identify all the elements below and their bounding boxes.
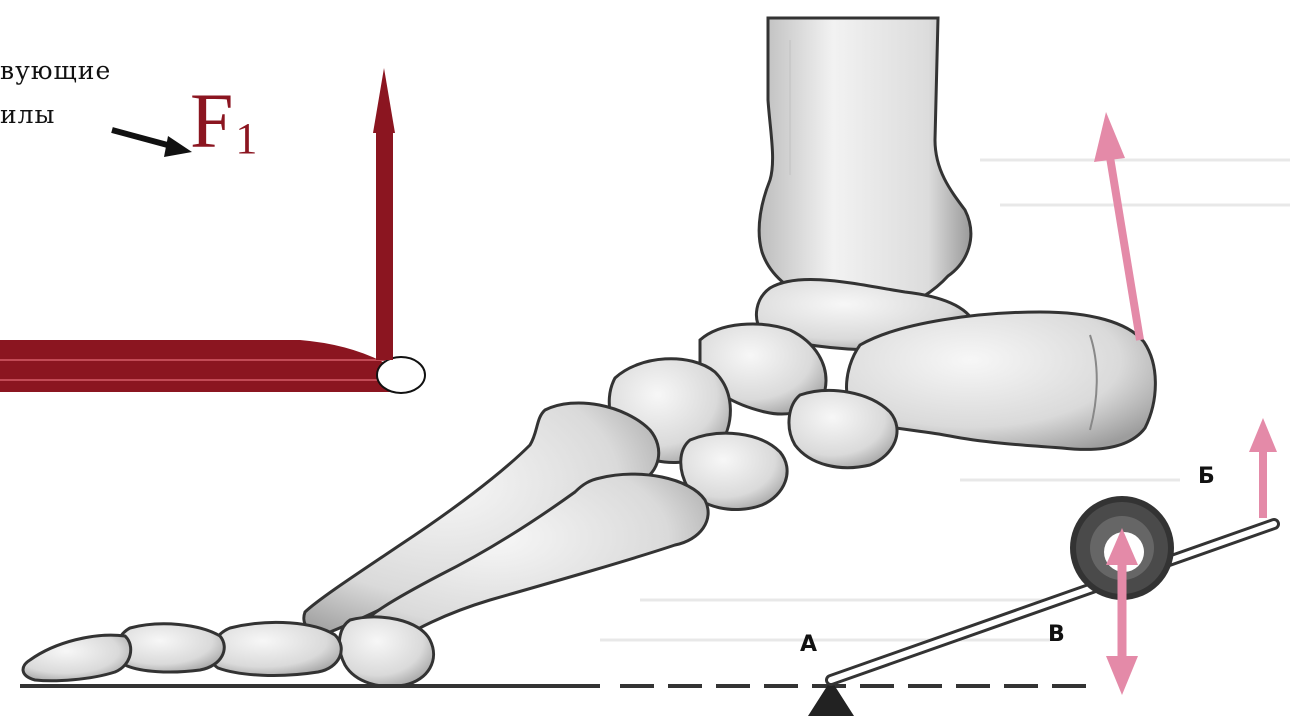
point-label-v: В — [1048, 622, 1065, 647]
point-label-b: Б — [1198, 464, 1215, 489]
force-b-arrow — [1249, 418, 1277, 518]
pointer-arrow — [112, 130, 192, 157]
caption-line-2: илы — [0, 100, 55, 129]
point-label-a: А — [800, 632, 817, 657]
lever-rod — [831, 524, 1274, 680]
phalanx-bone — [339, 617, 433, 687]
force-subscript: 1 — [235, 114, 257, 163]
phalanx-tip — [23, 635, 131, 681]
achilles-force-arrow — [1094, 112, 1140, 340]
pivot-circle — [377, 357, 425, 393]
force-label-f1: F1 — [190, 82, 255, 160]
red-lever-bar — [0, 340, 400, 392]
phalanx-bone-2 — [211, 622, 341, 675]
force-f1-arrow — [373, 68, 395, 360]
phalanx-bone-3 — [117, 624, 224, 672]
force-symbol: F — [190, 77, 233, 164]
caption-line-1: вующие — [0, 56, 111, 85]
